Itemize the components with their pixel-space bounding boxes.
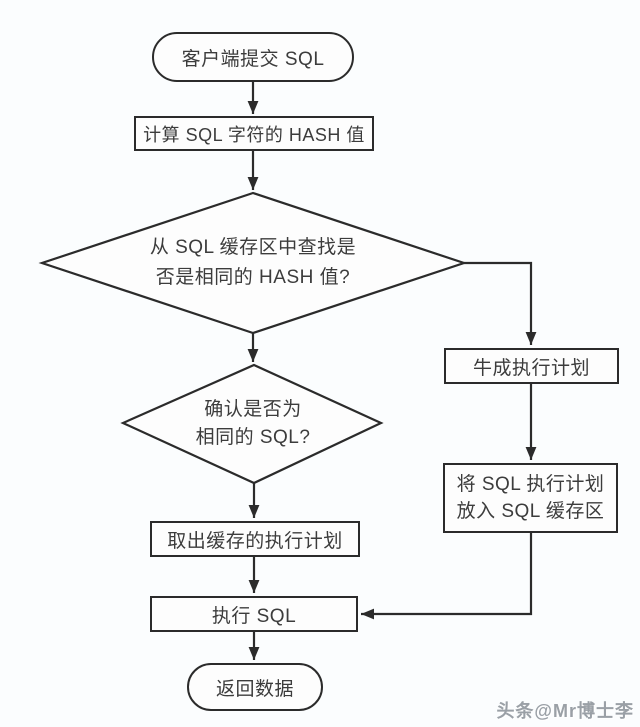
connector-putplan-to-exec (361, 533, 533, 620)
decision-same-sql-line2: 相同的 SQL? (195, 427, 311, 448)
store-plan-line2: 放入 SQL 缓存区 (456, 501, 605, 522)
compute-hash-process: 计算 SQL 字符的 HASH 值 (134, 116, 374, 151)
fetch-cached-plan-process: 取出缓存的执行计划 (150, 521, 360, 557)
decision-same-sql-label: 确认是否为 相同的 SQL? (124, 396, 382, 452)
store-plan-process: 将 SQL 执行计划 放入 SQL 缓存区 (443, 463, 618, 533)
return-data-terminator: 返回数据 (187, 663, 323, 711)
watermark: 头条@Mr博士李 (496, 701, 634, 721)
decision-hash-found-line1: 从 SQL 缓存区中查找是 (149, 237, 357, 258)
decision-hash-found-line2: 否是相同的 HASH 值? (155, 267, 351, 288)
store-plan-line1: 将 SQL 执行计划 (456, 474, 605, 495)
start-terminator: 客户端提交 SQL (152, 32, 354, 82)
execute-sql-process: 执行 SQL (150, 596, 358, 632)
connector-decision1-to-genplan (464, 261, 537, 345)
generate-plan-process: 牛成执行计划 (444, 348, 619, 384)
decision-same-sql-line1: 确认是否为 (204, 399, 302, 420)
decision-hash-found-label: 从 SQL 缓存区中查找是 否是相同的 HASH 值? (110, 233, 396, 293)
